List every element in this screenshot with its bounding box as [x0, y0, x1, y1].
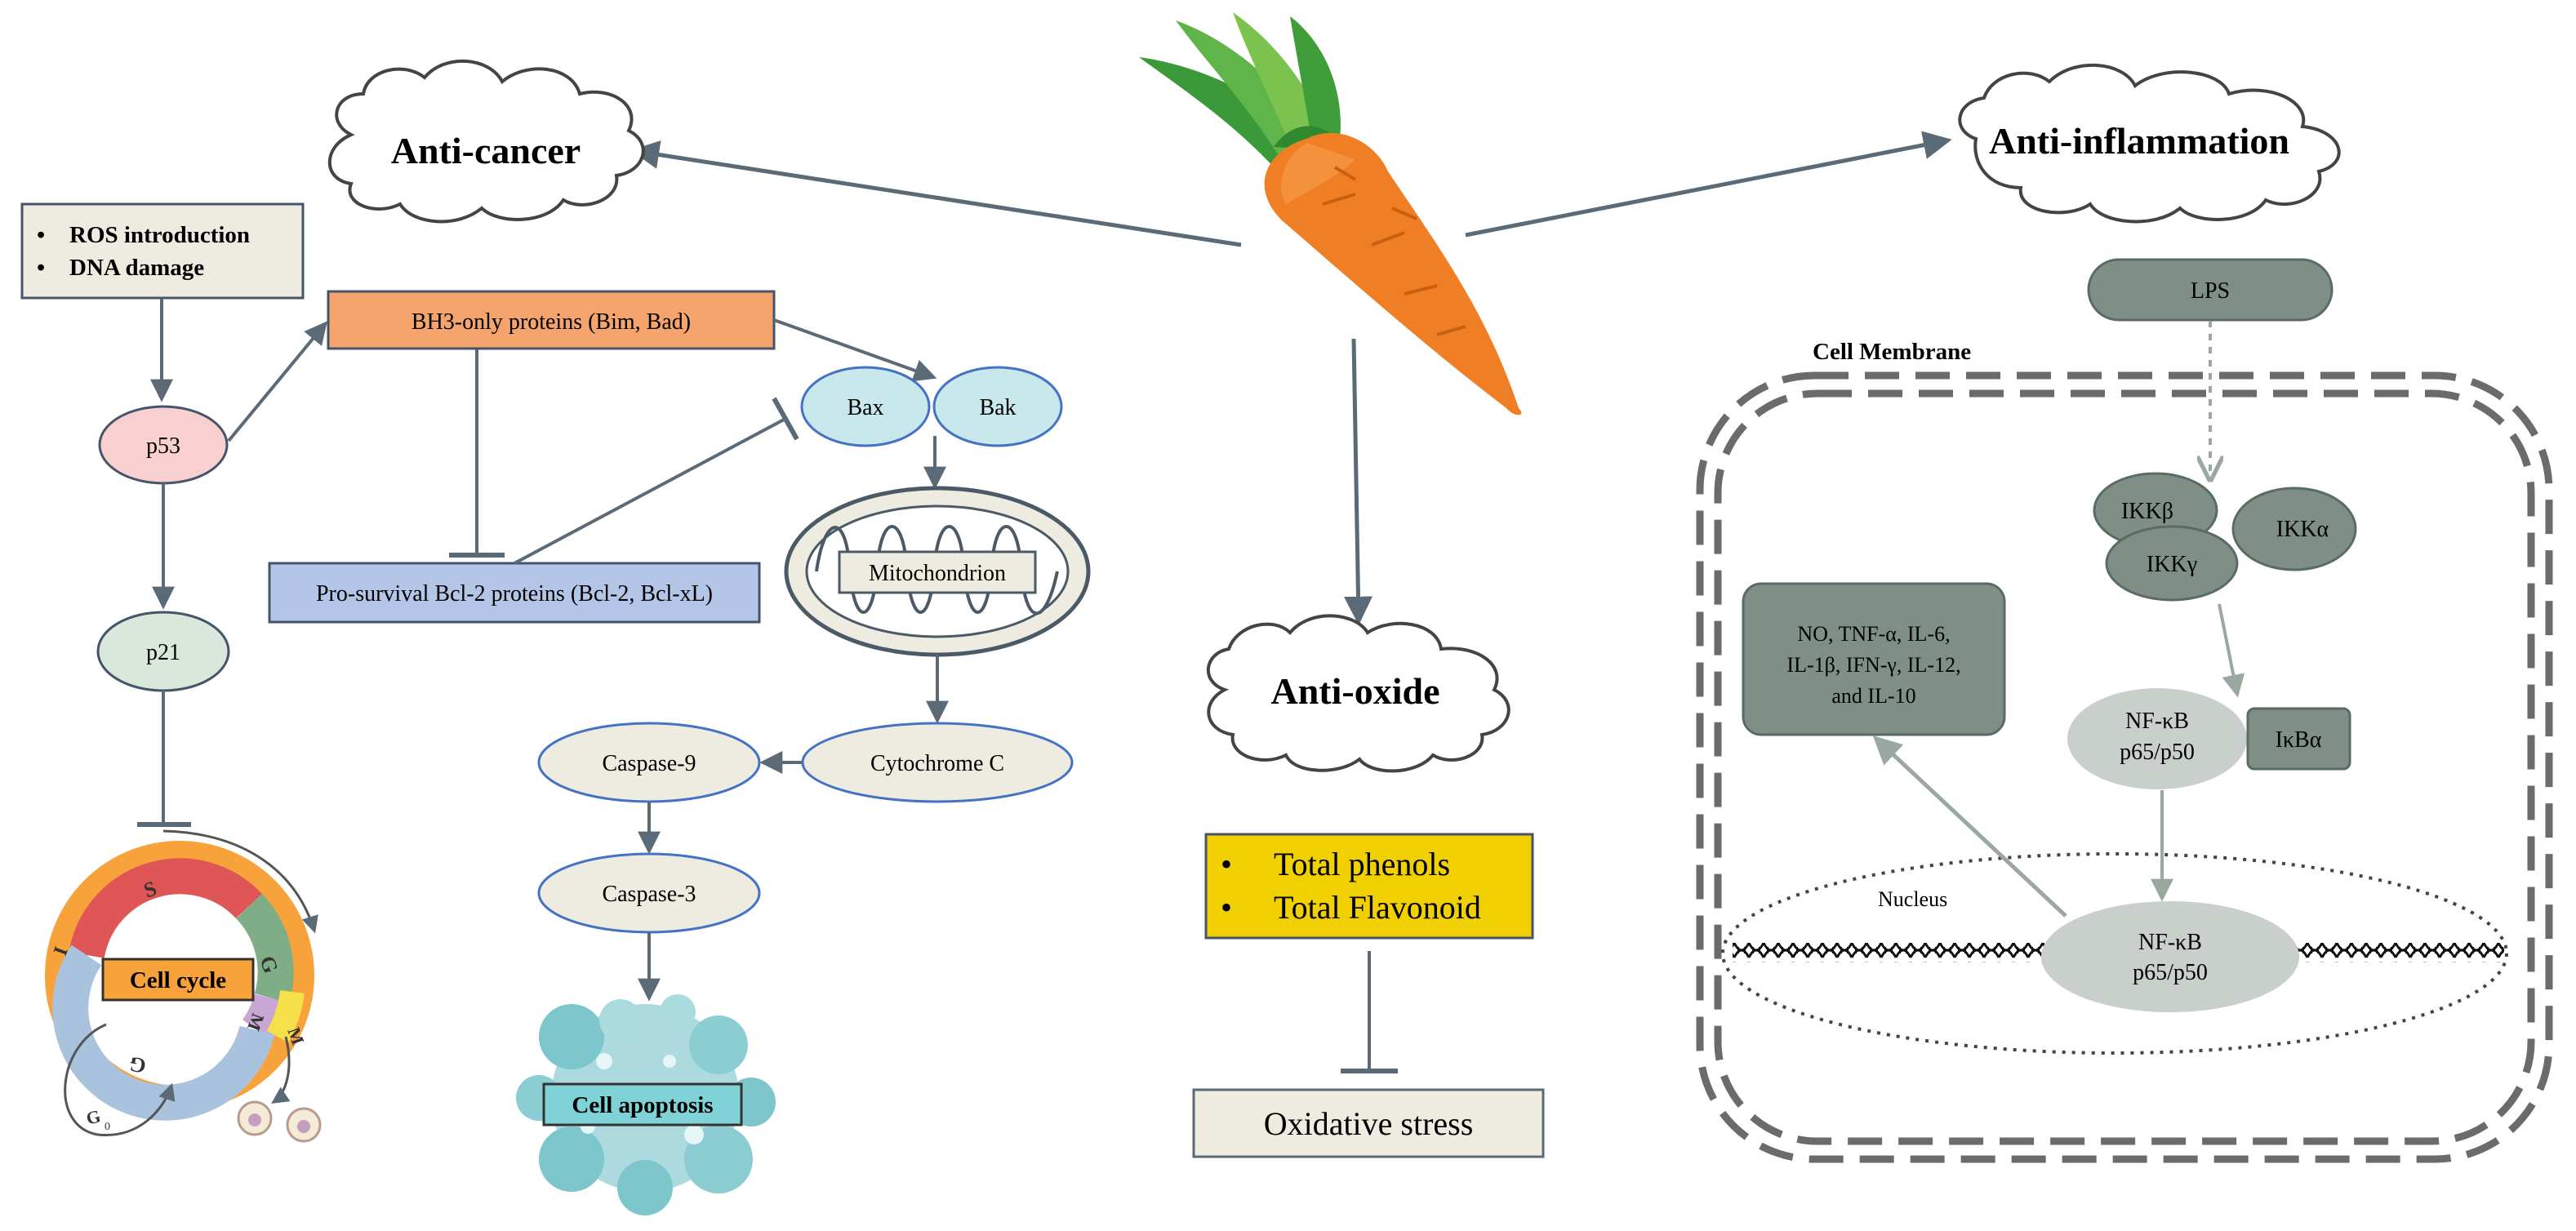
compound-item: Total phenols: [1274, 846, 1450, 882]
caspase3-node: Caspase-3: [537, 852, 761, 934]
ikba-label: IκBα: [2276, 727, 2322, 753]
cytochrome-node: Cytochrome C: [801, 722, 1074, 803]
caspase3-label: Caspase-3: [602, 882, 696, 907]
nfkb-nucleus: NF-κB p65/p50: [2041, 901, 2299, 1012]
p21-node: p21: [96, 611, 230, 692]
cytochrome-label: Cytochrome C: [870, 751, 1004, 776]
p53-node: p53: [98, 405, 229, 485]
nucleus-label: Nucleus: [1878, 887, 1947, 911]
mitochondrion-icon: Mitochondrion: [784, 486, 1091, 657]
nfkb-label: NF-κB: [2125, 709, 2189, 734]
anti-cancer-title: Anti-cancer: [391, 130, 581, 171]
nfkb-cytoplasm: NF-κB p65/p50: [2067, 688, 2247, 789]
cytokines-box: NO, TNF-α, IL-6, IL-1β, IFN-γ, IL-12, an…: [1742, 582, 2006, 736]
cell-cycle-label: Cell cycle: [130, 967, 226, 993]
arrow-to-anti-oxide: [1343, 338, 1373, 625]
inhibit-bh3-bcl2: [449, 349, 505, 558]
bak-node: Bak: [932, 366, 1063, 447]
arrow-to-anti-cancer: [630, 140, 1242, 247]
cell-membrane: [1696, 371, 2553, 1163]
oxidative-stress-label: Oxidative stress: [1264, 1105, 1474, 1142]
triggers-box: • ROS introduction • DNA damage: [20, 202, 305, 300]
svg-text:0: 0: [105, 1121, 110, 1133]
cell-membrane-label: Cell Membrane: [1813, 339, 1971, 365]
nfkb-nuclear-label: NF-κB: [2138, 930, 2202, 955]
p53-label: p53: [146, 433, 180, 459]
caspase9-label: Caspase-9: [602, 751, 696, 776]
bcl2-label: Pro-survival Bcl-2 proteins (Bcl-2, Bcl-…: [316, 581, 713, 607]
inhibit-p21-cell-cycle: [137, 691, 191, 827]
bcl2-box: Pro-survival Bcl-2 proteins (Bcl-2, Bcl-…: [268, 562, 761, 624]
arrow-nfkb-cytokines: [1872, 735, 2067, 918]
anti-inflammation-title: Anti-inflammation: [1989, 120, 2289, 162]
svg-text:•: •: [1221, 846, 1232, 882]
inhibit-bcl2-bax: [514, 397, 799, 565]
g0-label: G: [84, 1105, 103, 1129]
cytokines-line: and IL-10: [1831, 684, 1915, 708]
arrow-ikk-nfkb: [2218, 603, 2245, 698]
ikka-label: IKKα: [2276, 517, 2329, 542]
nfkb-nuclear-sub-label: p65/p50: [2133, 960, 2208, 985]
arrow-p53-bh3: [227, 321, 327, 442]
cloud-anti-inflammation: Anti-inflammation: [1958, 64, 2341, 224]
cell-cycle-diagram: S G M G I M Cell cycle G 0: [45, 829, 322, 1143]
bh3-box: BH3-only proteins (Bim, Bad): [327, 290, 776, 350]
trigger-item: ROS introduction: [69, 222, 250, 248]
lps-label: LPS: [2191, 278, 2230, 304]
anti-oxide-title: Anti-oxide: [1271, 670, 1440, 712]
cytokines-line: NO, TNF-α, IL-6,: [1797, 622, 1950, 646]
compound-item: Total Flavonoid: [1274, 889, 1481, 926]
nfkb-sub-label: p65/p50: [2120, 740, 2195, 765]
compounds-box: • Total phenols • Total Flavonoid: [1204, 833, 1534, 940]
apoptosis-label: Cell apoptosis: [572, 1092, 713, 1118]
p21-label: p21: [146, 640, 180, 665]
caspase9-node: Caspase-9: [537, 722, 761, 803]
ikkg-label: IKKγ: [2147, 552, 2197, 577]
svg-text:•: •: [1221, 889, 1232, 926]
svg-text:•: •: [37, 222, 45, 248]
bax-node: Bax: [800, 366, 931, 447]
carrot-icon: [1139, 12, 1522, 416]
arrow-bh3-bax: [773, 318, 937, 382]
cloud-anti-oxide: Anti-oxide: [1207, 614, 1510, 773]
ikba-node: IκBα: [2246, 707, 2351, 771]
ikk-complex: IKKβ IKKα IKKγ: [2093, 472, 2357, 602]
ikkb-label: IKKβ: [2121, 499, 2173, 524]
bax-label: Bax: [847, 395, 883, 420]
cloud-anti-cancer: Anti-cancer: [327, 60, 645, 224]
apoptotic-cell-icon: Cell apoptosis: [516, 994, 776, 1215]
arrow-to-anti-inflammation: [1465, 131, 1952, 238]
bak-label: Bak: [979, 395, 1016, 420]
inhibit-compounds-oxidative: [1341, 951, 1398, 1073]
trigger-item: DNA damage: [69, 255, 204, 281]
svg-text:•: •: [37, 255, 45, 281]
bh3-label: BH3-only proteins (Bim, Bad): [412, 309, 691, 335]
phase-label: G: [127, 1052, 148, 1078]
mitochondrion-label: Mitochondrion: [869, 561, 1006, 586]
lps-node: LPS: [2087, 258, 2334, 322]
oxidative-stress-box: Oxidative stress: [1192, 1088, 1545, 1158]
cytokines-line: IL-1β, IFN-γ, IL-12,: [1786, 653, 1960, 677]
